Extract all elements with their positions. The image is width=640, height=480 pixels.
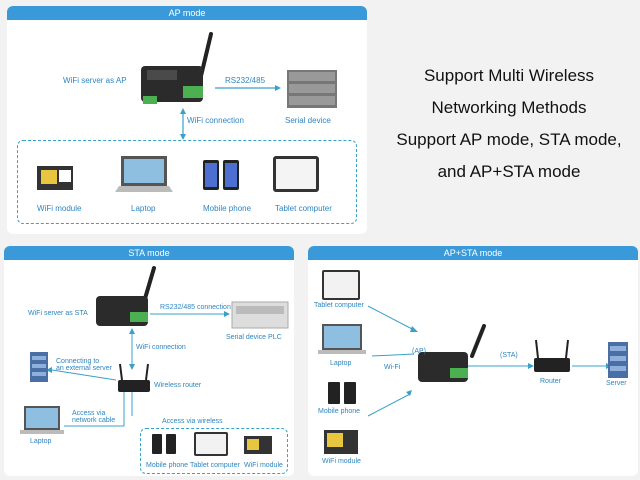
sta-diagram	[20, 266, 289, 434]
plc-icon	[231, 301, 289, 329]
wifi-module-icon	[37, 166, 73, 190]
serial-device-icon	[287, 70, 337, 108]
sta-ext-label: Connecting to an external server	[56, 358, 113, 372]
feature-line-0: Support Multi Wireless	[423, 66, 595, 85]
sta-device-label-2: WiFi module	[244, 462, 283, 469]
ap-diagram-lines	[141, 32, 337, 140]
apsta-server-label: Server	[606, 380, 627, 387]
ap-device-label-0: WiFi module	[37, 204, 82, 213]
ap-server-label: WiFi server as AP	[63, 76, 127, 85]
ap-mode-panel: AP mode WiFi server as AP RS232/485 Seri…	[7, 6, 367, 234]
sta-devices-group	[140, 428, 288, 474]
apsta-sta-label: (STA)	[500, 352, 518, 359]
sta-device-icons	[152, 432, 272, 456]
ap-wifi-conn-label: WiFi connection	[187, 116, 244, 125]
apsta-gateway-icon	[418, 324, 486, 382]
sta-tablet-icon	[194, 432, 228, 456]
apsta-tablet-label: Tablet computer	[314, 302, 364, 309]
apsta-phone-icon	[328, 382, 356, 404]
ap-device-label-1: Laptop	[131, 204, 156, 213]
sta-module-icon	[244, 436, 272, 454]
server-icon	[608, 342, 628, 378]
feature-line-3: and AP+STA mode	[437, 162, 581, 181]
sta-device-label-0: Mobile phone	[146, 462, 189, 469]
apsta-mode-title: AP+STA mode	[308, 246, 638, 260]
feature-text: Support Multi Wireless Networking Method…	[378, 60, 640, 188]
apsta-laptop-icon	[318, 324, 366, 354]
sta-gateway-icon	[96, 266, 156, 326]
mobile-phone-icon	[203, 160, 239, 190]
ap-devices-group	[17, 140, 357, 224]
apsta-router-label: Router	[540, 378, 562, 385]
sta-router-label: Wireless router	[154, 382, 202, 389]
apsta-module-label: WiFi module	[322, 458, 361, 465]
sta-plc-label: Serial device PLC	[226, 334, 282, 341]
sta-wireless-label: Access via wireless	[162, 418, 223, 425]
sta-laptop-icon	[20, 406, 64, 434]
wireless-router-icon	[118, 363, 150, 392]
ap-device-icons	[37, 156, 319, 192]
ap-rs-label: RS232/485	[225, 76, 266, 85]
apsta-phone-label: Mobile phone	[318, 408, 361, 415]
sta-mode-title: STA mode	[4, 246, 294, 260]
apsta-module-icon	[324, 430, 358, 454]
sta-device-label-1: Tablet computer	[190, 462, 240, 469]
sta-server-label: WiFi server as STA	[28, 310, 88, 317]
sta-mode-panel: STA mode WiFi server as STA RS232/485 co…	[4, 246, 294, 476]
laptop-icon	[115, 156, 173, 192]
sta-laptop-label: Laptop	[30, 438, 52, 445]
ap-gateway-icon	[141, 32, 213, 104]
ap-device-label-2: Mobile phone	[203, 204, 252, 213]
apsta-wifi-label: Wi-Fi	[384, 364, 401, 371]
sta-rs-label: RS232/485 connection	[160, 304, 231, 311]
feature-line-1: Networking Methods	[431, 98, 587, 117]
apsta-diagram	[318, 270, 628, 454]
sta-cable-label: Access via network cable	[72, 410, 116, 424]
tablet-computer-icon	[273, 156, 319, 192]
apsta-mode-panel: AP+STA mode Tablet computer Laptop Mobil…	[308, 246, 638, 476]
sta-wifi-conn-label: WiFi connection	[136, 344, 186, 351]
router-icon	[534, 339, 570, 372]
ap-mode-title: AP mode	[7, 6, 367, 20]
feature-line-2: Support AP mode, STA mode,	[396, 130, 622, 149]
sta-phone-icon	[152, 434, 176, 454]
ap-device-label-3: Tablet computer	[275, 204, 332, 213]
apsta-laptop-label: Laptop	[330, 360, 352, 367]
serial-device-label: Serial device	[285, 116, 331, 125]
apsta-ap-label: (AP)	[412, 348, 426, 355]
apsta-tablet-icon	[322, 270, 360, 300]
external-server-icon	[30, 352, 48, 382]
